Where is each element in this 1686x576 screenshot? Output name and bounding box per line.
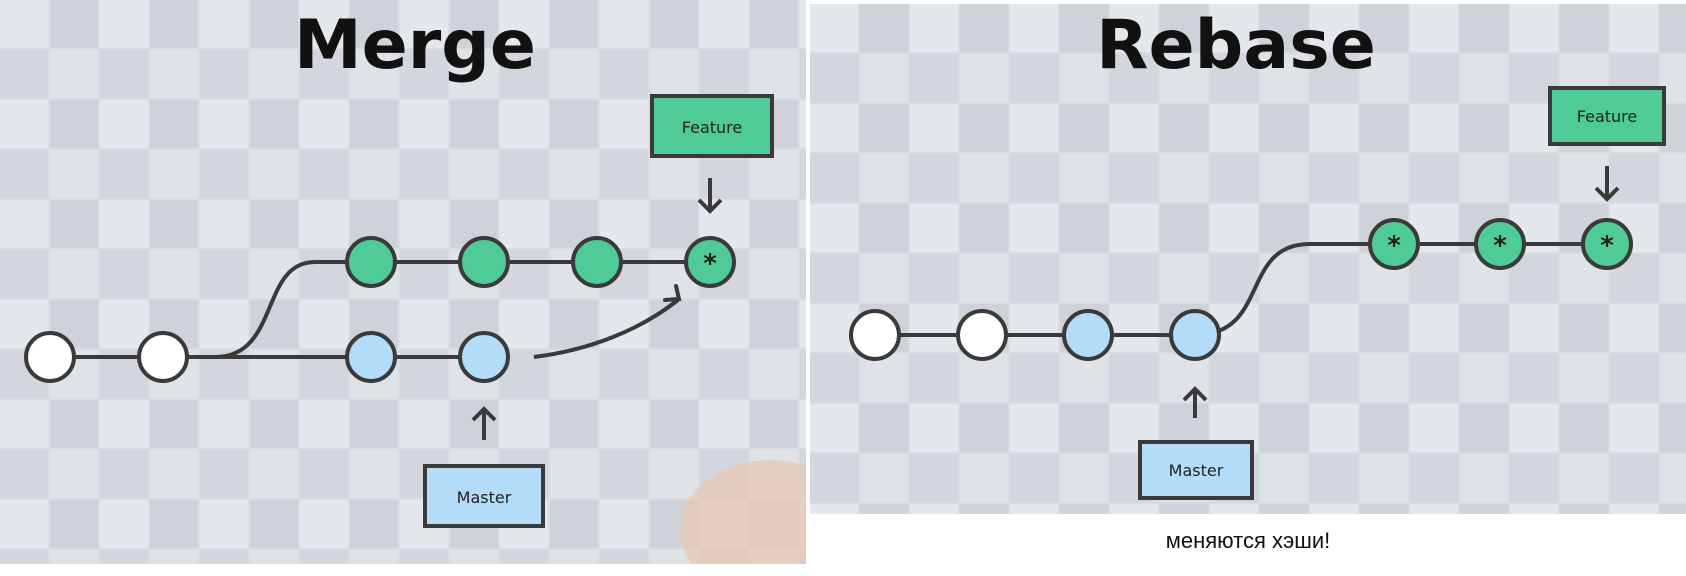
commit-merge <box>684 236 736 288</box>
commit-base-1 <box>24 331 76 383</box>
tiled-background <box>810 4 1686 514</box>
master-label: Master <box>1169 461 1224 480</box>
commit-base-1 <box>849 309 901 361</box>
branch-curve <box>214 260 710 359</box>
merge-arrow <box>533 298 680 359</box>
merge-panel: Merge * Feature <box>0 0 806 564</box>
rebase-title: Rebase <box>1096 6 1376 85</box>
master-label: Master <box>457 488 512 507</box>
asterisk-icon: * <box>1600 231 1614 261</box>
master-label-box: Master <box>423 464 545 528</box>
master-label-box: Master <box>1138 440 1254 500</box>
feature-label-box: Feature <box>650 94 774 158</box>
commit-feature-1 <box>345 236 397 288</box>
feature-label: Feature <box>682 118 742 137</box>
commit-rebased-1 <box>1368 218 1420 270</box>
rebase-diagram: Rebase * * * Feature Master <box>810 4 1686 514</box>
commit-master-2 <box>458 331 510 383</box>
merge-diagram: Merge * Feature <box>0 0 806 564</box>
asterisk-icon: * <box>1387 231 1401 261</box>
commit-feature-3 <box>571 236 623 288</box>
commit-base-2 <box>956 309 1008 361</box>
feature-label: Feature <box>1577 107 1637 126</box>
commit-master-1 <box>1062 309 1114 361</box>
commit-master-2 <box>1169 309 1221 361</box>
asterisk-icon: * <box>703 249 717 279</box>
rebase-panel: Rebase * * * Feature Master <box>810 4 1686 514</box>
commit-rebased-2 <box>1474 218 1526 270</box>
feature-label-box: Feature <box>1548 86 1666 146</box>
commit-rebased-3 <box>1581 218 1633 270</box>
commit-feature-2 <box>458 236 510 288</box>
commit-base-2 <box>137 331 189 383</box>
hand-blur <box>680 460 806 564</box>
caption: меняются хэши! <box>1165 528 1331 553</box>
merge-title: Merge <box>294 6 536 85</box>
commit-master-1 <box>345 331 397 383</box>
asterisk-icon: * <box>1493 231 1507 261</box>
